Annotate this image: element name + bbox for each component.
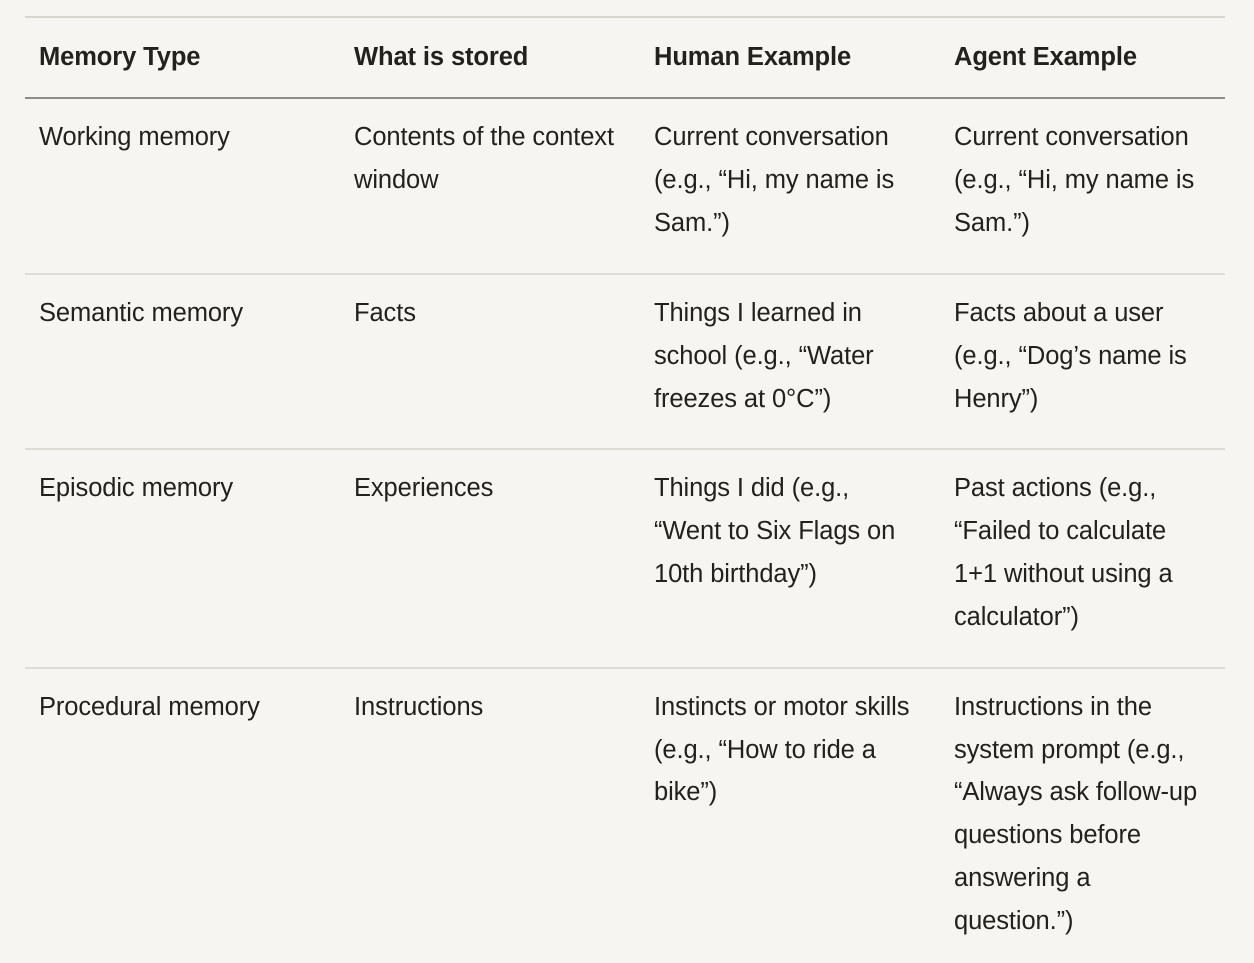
cell-memory-type: Episodic memory bbox=[39, 474, 234, 503]
cell-memory-type: Procedural memory bbox=[39, 692, 260, 721]
cell-memory-type: Working memory bbox=[39, 123, 230, 152]
memory-types-table: Memory Type What is stored Human Example… bbox=[25, 16, 1225, 963]
column-header-what-is-stored: What is stored bbox=[354, 43, 529, 71]
cell-what-is-stored: Facts bbox=[354, 298, 416, 327]
cell-what-is-stored: Experiences bbox=[354, 474, 494, 503]
cell-memory-type: Semantic memory bbox=[39, 298, 243, 327]
table-header: Memory Type What is stored Human Example… bbox=[25, 17, 1225, 99]
table-row: Semantic memory Facts Things I learned i… bbox=[25, 274, 1225, 450]
cell-agent-example: Facts about a user (e.g., “Dog’s name is… bbox=[954, 298, 1187, 413]
cell-what-is-stored: Instructions bbox=[354, 692, 484, 721]
memory-table-container: Memory Type What is stored Human Example… bbox=[25, 16, 1225, 963]
column-header-human-example: Human Example bbox=[654, 43, 852, 71]
column-header-agent-example: Agent Example bbox=[954, 43, 1137, 71]
table-row: Episodic memory Experiences Things I did… bbox=[25, 449, 1225, 668]
cell-agent-example: Current conversation (e.g., “Hi, my name… bbox=[954, 123, 1195, 238]
cell-agent-example: Instructions in the system prompt (e.g.,… bbox=[954, 692, 1198, 935]
table-row: Procedural memory Instructions Instincts… bbox=[25, 668, 1225, 963]
cell-human-example: Current conversation (e.g., “Hi, my name… bbox=[654, 123, 895, 238]
column-header-memory-type: Memory Type bbox=[39, 43, 201, 71]
cell-human-example: Things I learned in school (e.g., “Water… bbox=[654, 298, 874, 413]
cell-human-example: Things I did (e.g., “Went to Six Flags o… bbox=[654, 474, 896, 589]
cell-human-example: Instincts or motor skills (e.g., “How to… bbox=[654, 692, 910, 807]
cell-what-is-stored: Contents of the context window bbox=[354, 123, 614, 195]
table-body: Working memory Contents of the context w… bbox=[25, 98, 1225, 962]
table-header-row: Memory Type What is stored Human Example… bbox=[25, 17, 1225, 99]
table-row: Working memory Contents of the context w… bbox=[25, 98, 1225, 274]
cell-agent-example: Past actions (e.g., “Failed to calculate… bbox=[954, 474, 1173, 631]
